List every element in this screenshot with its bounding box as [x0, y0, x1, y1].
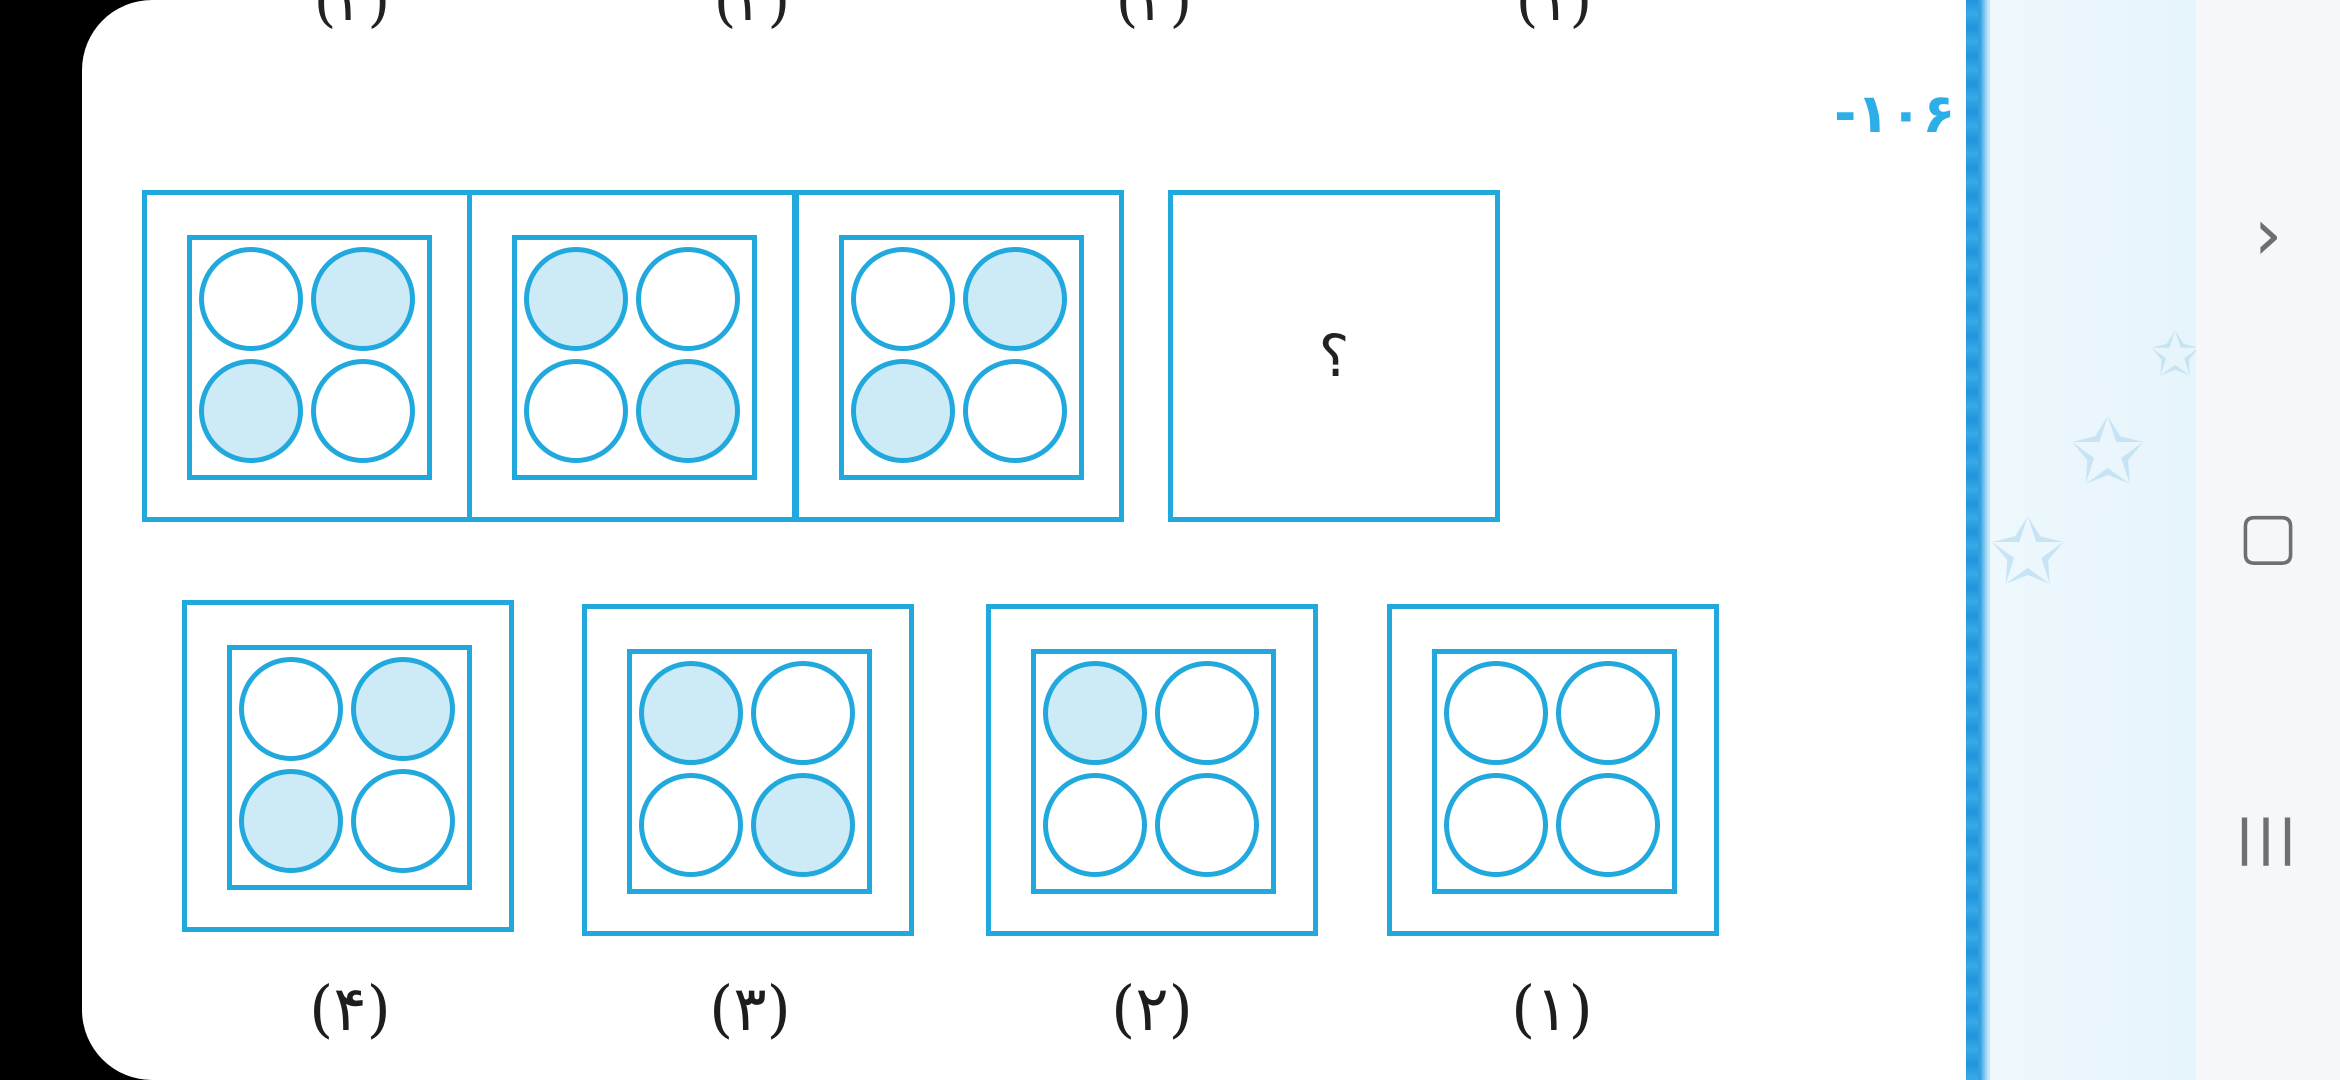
circle — [1444, 661, 1548, 765]
circle — [524, 247, 628, 351]
sequence-cell-2 — [467, 190, 797, 522]
circle — [311, 359, 415, 463]
circle — [351, 769, 455, 873]
star-doodle-icon: ✩ — [1990, 500, 2066, 605]
sequence-inner-square — [187, 235, 432, 480]
page-edge-line — [1966, 0, 1978, 1080]
prev-option-label-3: (۳) — [713, 0, 791, 34]
recents-icon[interactable]: ||| — [2235, 810, 2301, 866]
circle — [199, 247, 303, 351]
option-1-cell[interactable] — [1387, 604, 1719, 936]
forward-icon[interactable]: › — [2253, 192, 2283, 276]
answer-placeholder-cell[interactable]: ؟ — [1168, 190, 1500, 522]
circle — [1043, 661, 1147, 765]
star-doodle-icon: ✩ — [2150, 320, 2201, 390]
sequence-cell-1 — [142, 190, 472, 522]
option-3-cell[interactable] — [582, 604, 914, 936]
circle — [851, 359, 955, 463]
option-inner-square — [627, 649, 872, 894]
home-icon[interactable]: ▢ — [2237, 499, 2299, 573]
prev-option-label-4: (۴) — [313, 0, 391, 34]
circle — [851, 247, 955, 351]
circle — [1043, 773, 1147, 877]
circle — [963, 247, 1067, 351]
circle — [636, 247, 740, 351]
circle — [351, 657, 455, 761]
book-page: (۴) (۳) (۲) (۱) -۱۰۶ ؟ — [82, 0, 2072, 1080]
option-4-cell[interactable] — [182, 600, 514, 932]
circle — [1556, 661, 1660, 765]
circle — [239, 657, 343, 761]
star-doodle-icon: ✩ — [2070, 400, 2146, 505]
circle — [199, 359, 303, 463]
circle — [524, 359, 628, 463]
circle — [1155, 773, 1259, 877]
sequence-inner-square — [839, 235, 1084, 480]
circle — [1556, 773, 1660, 877]
sequence-cell-3 — [794, 190, 1124, 522]
circle — [639, 661, 743, 765]
circle — [639, 773, 743, 877]
question-number: -۱۰۶ — [1834, 82, 1956, 145]
page-background-right: ✩ ✩ ✩ — [1990, 0, 2200, 1080]
sequence-inner-square — [512, 235, 757, 480]
option-2-label: (۲) — [1111, 972, 1193, 1045]
option-inner-square — [1031, 649, 1276, 894]
option-inner-square — [1432, 649, 1677, 894]
question-mark: ؟ — [1318, 322, 1350, 390]
option-4-label: (۴) — [309, 972, 391, 1045]
circle — [239, 769, 343, 873]
circle — [751, 773, 855, 877]
option-2-cell[interactable] — [986, 604, 1318, 936]
option-1-label: (۱) — [1511, 972, 1593, 1045]
option-inner-square — [227, 645, 472, 890]
prev-option-label-2: (۲) — [1115, 0, 1193, 34]
circle — [751, 661, 855, 765]
circle — [636, 359, 740, 463]
circle — [311, 247, 415, 351]
system-navigation-bar — [2196, 0, 2340, 1080]
circle — [1444, 773, 1548, 877]
prev-option-label-1: (۱) — [1515, 0, 1593, 34]
circle — [963, 359, 1067, 463]
circle — [1155, 661, 1259, 765]
option-3-label: (۳) — [709, 972, 791, 1045]
